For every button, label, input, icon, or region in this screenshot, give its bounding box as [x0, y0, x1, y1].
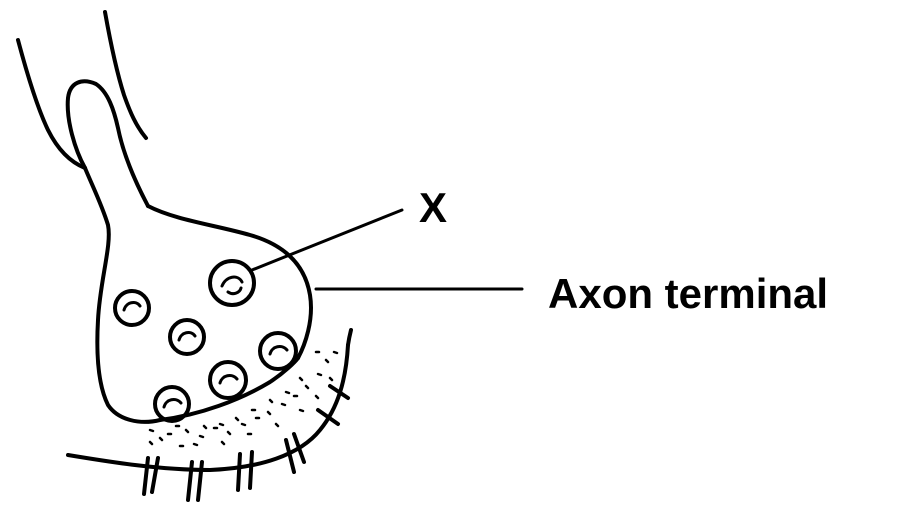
vesicle — [113, 289, 151, 327]
label-axon-terminal: Axon terminal — [548, 270, 829, 317]
label-x: X — [419, 184, 448, 231]
axon — [16, 10, 150, 208]
label-x-leader — [250, 208, 404, 272]
vesicle — [153, 385, 191, 423]
postsynaptic-membrane — [66, 328, 353, 472]
axon-terminal-outline — [83, 166, 313, 424]
vesicle — [168, 318, 206, 356]
synaptic-vesicles — [113, 259, 298, 423]
vesicle — [258, 331, 298, 371]
synaptic-cleft — [148, 350, 339, 448]
vesicle-x — [208, 259, 256, 307]
presynaptic-membrane — [158, 356, 300, 422]
receptors — [142, 384, 350, 502]
vesicle — [208, 360, 248, 400]
